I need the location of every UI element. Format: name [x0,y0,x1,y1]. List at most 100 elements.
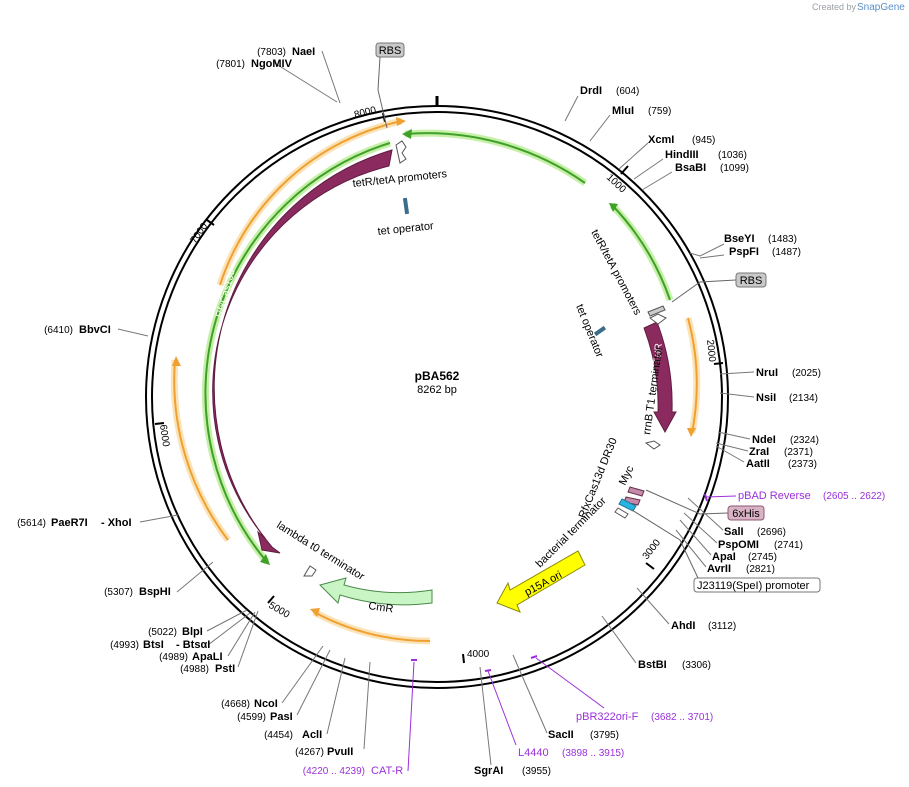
site-sgrai[interactable]: SgrAI(3955) [474,765,551,777]
svg-text:DrdI: DrdI [580,85,602,97]
svg-text:(759): (759) [648,106,671,117]
site-apai[interactable]: ApaI(2745) [712,551,777,563]
tick-label-7000: 7000 [188,221,210,246]
tetr-cds-arrow[interactable] [643,321,677,434]
tick-4000 [462,653,465,664]
site-zrai[interactable]: ZraI (2371) [749,446,813,458]
site-blpi[interactable]: (5022)BlpI [148,626,203,638]
site-ahdi[interactable]: AhdI(3112) [671,620,736,632]
orange-arrowhead-right [687,428,696,437]
site-bsabi[interactable]: BsaBI (1099) [675,162,749,174]
tetr-label: TetR [652,343,665,364]
site-pspomi[interactable]: PspOMI(2741) [718,539,803,551]
site-leaders [117,50,755,766]
site-avrii[interactable]: AvrII(2821) [707,563,775,575]
svg-text:(2696): (2696) [757,527,786,538]
svg-text:PvuII: PvuII [327,746,353,758]
site-hindiii[interactable]: HindIII(1036) [665,149,747,161]
myc-label: Myc [617,463,637,487]
myc-tag-glyph [627,486,645,497]
primer-l4440[interactable]: L4440(3898 .. 3915) [518,747,624,759]
his-tag-box[interactable]: 6xHis [727,505,765,521]
svg-text:(7801): (7801) [216,59,245,70]
svg-text:(3306): (3306) [682,660,711,671]
credit-brand[interactable]: SnapGene [857,2,905,13]
svg-text:(1487): (1487) [772,247,801,258]
svg-text:pBR322ori-F: pBR322ori-F [576,711,639,723]
svg-text:(3955): (3955) [522,766,551,777]
site-drdi[interactable]: DrdI(604) [580,85,639,97]
site-nrui[interactable]: NruI(2025) [756,367,821,379]
svg-text:BstBI: BstBI [638,659,667,671]
lambda-terminator-glyph [303,565,317,577]
svg-text:(4988): (4988) [180,664,209,675]
svg-text:AhdI: AhdI [671,620,695,632]
his-tag-label: 6xHis [732,508,760,520]
svg-text:SalI: SalI [724,526,744,538]
primer-pbr322ori-f[interactable]: pBR322ori-F(3682 .. 3701) [576,711,713,723]
credit-prefix: Created by [812,2,857,12]
site-aatii[interactable]: AatII(2373) [746,458,817,470]
rfxcas13d-cds-arrow[interactable] [212,149,393,554]
rbs-right-label: RBS [740,275,763,287]
site-xcmi[interactable]: XcmI(945) [648,134,715,146]
site-psti[interactable]: (4988)PstI [180,663,235,675]
tick-1000 [620,165,629,175]
primer-mark-pbad [704,493,708,502]
green-arrowhead-left [260,554,270,565]
operator-top-label: tet operator [377,220,435,238]
site-pasi[interactable]: (4599)PasI [237,711,293,723]
svg-text:AvrII: AvrII [707,563,731,575]
svg-text:ZraI: ZraI [749,446,769,458]
site-ngomiv[interactable]: (7801) NgoMIV [216,58,293,70]
p15a-ori-arrow[interactable] [496,550,586,613]
site-bbvci[interactable]: (6410)BbvCI [44,324,111,336]
site-sali[interactable]: SalI (2696) [724,526,786,538]
primer-pbad-reverse[interactable]: pBAD Reverse(2605 .. 2622) [738,490,885,502]
svg-text:- XhoI: - XhoI [101,517,132,529]
site-ncoi[interactable]: (4668)NcoI [221,698,278,710]
j23119-promoter-box[interactable]: J23119(SpeI) promoter [693,577,821,593]
site-nsii[interactable]: NsiI(2134) [756,392,818,404]
j23119-label: J23119(SpeI) promoter [697,580,810,592]
svg-text:HindIII: HindIII [665,149,699,161]
site-bstbi[interactable]: BstBI (3306) [638,659,711,671]
orange-arc-top [219,120,403,286]
cmr-arrow[interactable] [319,577,433,606]
svg-text:BsaBI: BsaBI [675,162,706,174]
svg-text:(1099): (1099) [720,163,749,174]
svg-text:(2371): (2371) [784,447,813,458]
site-btsi[interactable]: (4993)BtsI- BtsαI [110,639,210,651]
site-naei[interactable]: (7803)NaeI [257,46,315,58]
tick-3000 [645,562,655,570]
bact-terminator-glyph [614,507,629,519]
primer-cat-r[interactable]: (4220 .. 4239)CAT-R [303,765,404,777]
svg-text:(4668): (4668) [221,699,250,710]
svg-text:PaeR7I: PaeR7I [51,517,88,529]
rrnb-terminator-glyph [644,440,661,450]
svg-text:(2605 .. 2622): (2605 .. 2622) [823,491,885,502]
plasmid-name: pBA562 [415,369,460,383]
site-bseyi[interactable]: BseYI(1483) [724,233,797,245]
svg-text:(6410): (6410) [44,325,73,336]
site-paer7i[interactable]: (5614) PaeR7I - XhoI [17,517,131,529]
svg-text:(5614): (5614) [17,518,46,529]
svg-text:(4220 .. 4239): (4220 .. 4239) [303,766,365,777]
svg-text:NsiI: NsiI [756,392,776,404]
site-bsphi[interactable]: (5307)BspHI [104,586,171,598]
primer-mark-l4440 [484,669,492,672]
site-apali[interactable]: (4989)ApaLI [159,651,222,663]
site-mlui[interactable]: MluI(759) [612,105,671,117]
svg-text:(2324): (2324) [790,435,819,446]
site-sacii[interactable]: SacII(3795) [548,729,619,741]
tick-label-2000: 2000 [704,339,717,363]
svg-text:NgoMIV: NgoMIV [251,58,293,70]
site-acli[interactable]: (4454)AclI [264,729,322,741]
svg-text:(2373): (2373) [788,459,817,470]
site-ndei[interactable]: NdeI(2324) [752,434,819,446]
rbs-box-right[interactable]: RBS [735,272,767,288]
site-pspfi[interactable]: PspFI(1487) [729,246,801,258]
rbs-box-top[interactable]: RBS [375,42,405,58]
site-pvuii[interactable]: (4267)PvuII [295,746,353,758]
